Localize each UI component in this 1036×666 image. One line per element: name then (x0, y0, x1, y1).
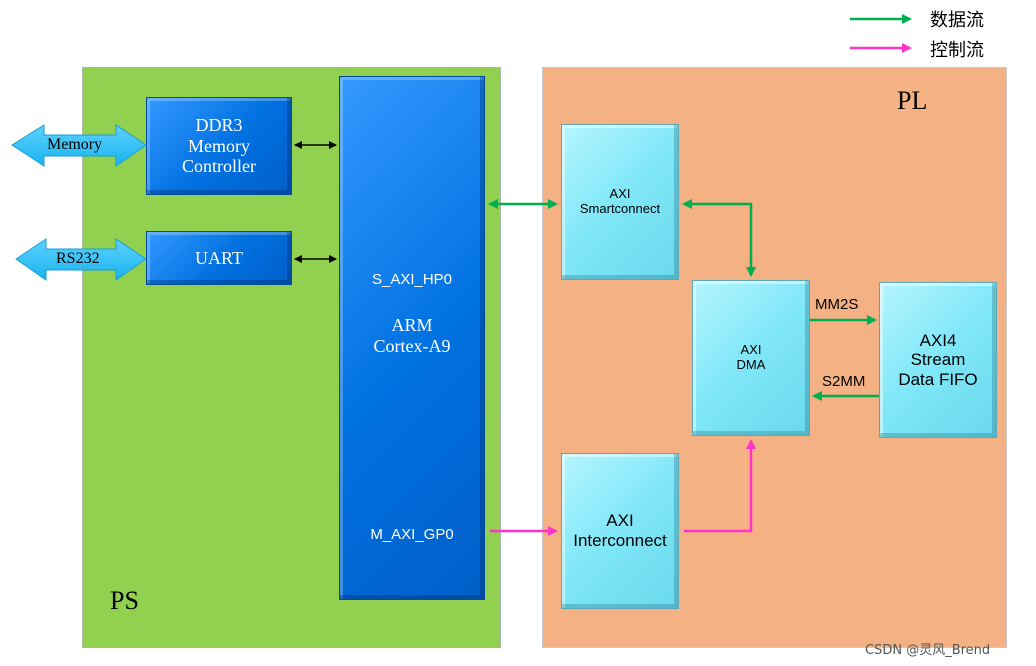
rs232-external-label: RS232 (56, 250, 100, 267)
legend-data-flow-label: 数据流 (930, 10, 984, 31)
fifo-line-3: Data FIFO (898, 369, 978, 389)
ddr3-line-3: Controller (182, 156, 256, 177)
ddr3-line-1: DDR3 (195, 114, 243, 135)
m-axi-gp0-port-label: M_AXI_GP0 (370, 526, 454, 543)
arm-cortex-a9-block: S_AXI_HP0 ARM Cortex-A9 M_AXI_GP0 (339, 76, 485, 600)
memory-external-label: Memory (47, 136, 103, 153)
axi4-stream-data-fifo-block: AXI4 Stream Data FIFO (879, 282, 997, 438)
arm-center-label: ARM Cortex-A9 (340, 315, 484, 356)
pl-region-label: PL (897, 86, 928, 115)
csdn-watermark: CSDN @灵风_Brend (865, 643, 991, 658)
arm-line-2: Cortex-A9 (373, 335, 451, 356)
axi-interconnect-block: AXI Interconnect (561, 453, 679, 609)
memory-external-arrow (11, 124, 147, 167)
uart-block: UART (146, 231, 292, 285)
smartconnect-line-1: AXI (609, 186, 631, 202)
mm2s-label: MM2S (815, 296, 859, 313)
smartconnect-dma-link (682, 199, 756, 277)
dma-line-2: DMA (736, 357, 766, 372)
axi-smartconnect-block: AXI Smartconnect (561, 124, 679, 280)
arm-line-1: ARM (391, 315, 433, 335)
interconnect-dma-arrow (684, 439, 756, 533)
fifo-line-2: Stream (910, 350, 966, 370)
interconnect-line-2: Interconnect (573, 531, 667, 550)
rs232-external-arrow (15, 238, 147, 281)
axi-dma-block: AXI DMA (692, 280, 810, 436)
ddr3-memory-controller-block: DDR3 Memory Controller (146, 97, 292, 195)
legend-control-flow-label: 控制流 (930, 40, 984, 61)
interconnect-line-1: AXI (606, 511, 634, 531)
s2mm-label: S2MM (822, 373, 866, 390)
dma-line-1: AXI (740, 342, 762, 358)
ddr3-line-2: Memory (188, 135, 250, 156)
fifo-line-1: AXI4 (919, 330, 957, 350)
uart-label: UART (195, 247, 243, 268)
smartconnect-line-2: Smartconnect (579, 201, 661, 216)
ps-region-label: PS (110, 586, 139, 615)
s-axi-hp0-port-label: S_AXI_HP0 (371, 271, 453, 288)
